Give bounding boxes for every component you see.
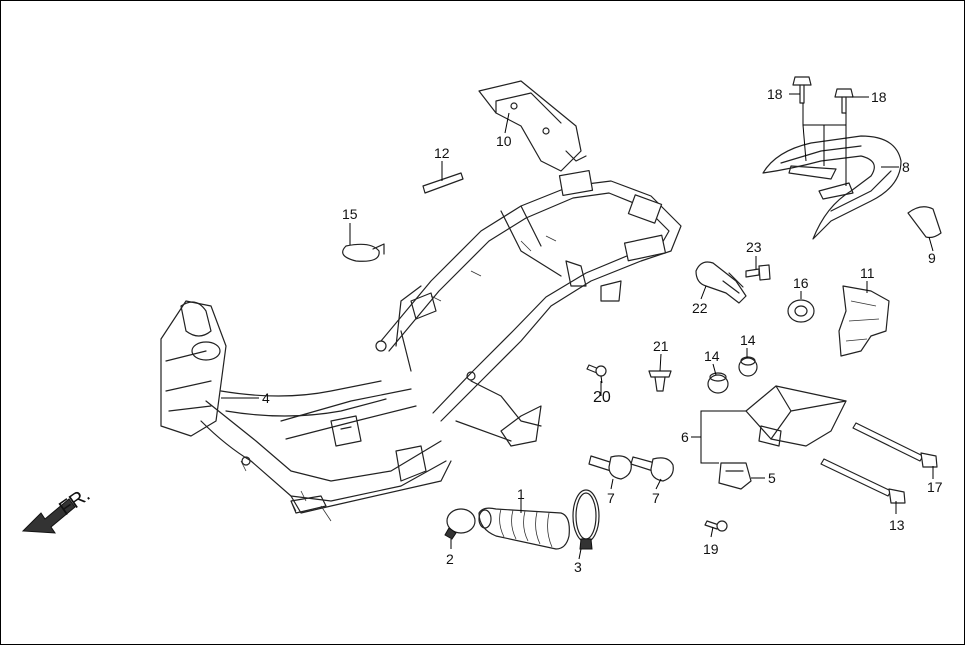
long-bolt-17 [852,422,938,468]
label-part-20: 20 [593,389,611,406]
label-part-16: 16 [793,275,809,291]
bushing-14-right [738,356,758,377]
label-part-19: 19 [703,541,719,557]
label-part-2: 2 [446,551,454,567]
clamp-2 [444,508,476,540]
front-direction-arrow-icon [21,498,76,534]
label-part-4: 4 [262,390,270,406]
label-part-7-left: 7 [607,490,615,506]
engine-hanger-bracket [718,385,847,490]
upper-bracket [478,80,587,172]
rubber-cap [907,206,942,239]
label-part-14-right: 14 [740,332,756,348]
label-part-12: 12 [434,145,450,161]
label-part-8: 8 [902,159,910,175]
clip-bracket [695,261,747,304]
label-part-15: 15 [342,206,358,222]
clamp-3 [572,489,600,550]
label-part-13: 13 [889,517,905,533]
main-frame [160,169,682,522]
label-part-21: 21 [653,338,669,354]
label-part-7-right: 7 [652,490,660,506]
bushing-14-left [707,372,729,394]
label-part-10: 10 [496,133,512,149]
bolt-18-right [834,88,854,114]
bolt-23 [745,264,771,281]
screw-19 [704,520,728,532]
label-part-6: 6 [681,429,689,445]
label-part-9: 9 [928,250,936,266]
leader-lines [221,93,934,560]
push-rivet [648,370,672,392]
label-part-3: 3 [574,559,582,575]
damper-7-right [630,456,674,482]
bolt-18-left [792,76,812,104]
label-part-14-left: 14 [704,348,720,364]
cable-band [342,243,385,262]
rear-grip [762,135,902,240]
label-part-17: 17 [927,479,943,495]
damper-7-left [588,455,632,480]
small-plate [422,172,464,194]
label-part-1: 1 [517,486,525,502]
label-part-22: 22 [692,300,708,316]
label-part-5: 5 [768,470,776,486]
rubber-boot [478,507,570,550]
label-part-23: 23 [746,239,762,255]
screw-20 [586,364,607,377]
label-part-18-left: 18 [767,86,783,102]
heat-shield [838,285,890,357]
long-bolt-13 [820,458,906,504]
grommet [787,299,815,323]
label-part-11: 11 [860,265,875,281]
label-part-18-right: 18 [871,89,887,105]
